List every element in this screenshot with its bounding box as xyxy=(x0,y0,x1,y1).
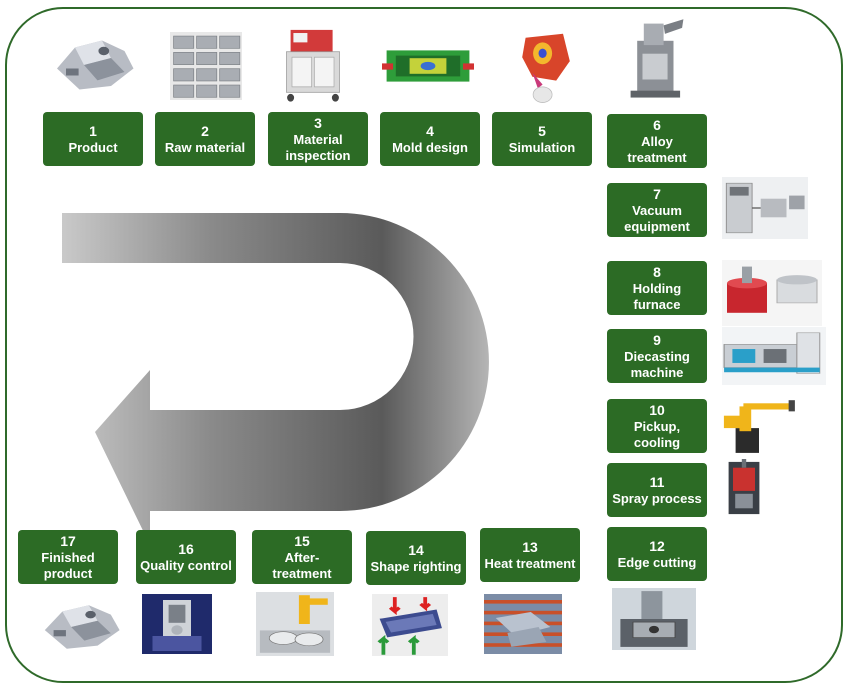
step-label: After-treatment xyxy=(272,549,332,581)
product-casting-icon xyxy=(48,30,138,100)
step-number: 13 xyxy=(522,538,538,555)
holding-furnace-icon xyxy=(722,260,822,326)
step-label: Mold design xyxy=(392,139,468,155)
step-label: Alloy treatment xyxy=(627,133,687,165)
step-label: Simulation xyxy=(508,139,576,155)
step-number: 7 xyxy=(653,185,661,202)
step-label: Raw material xyxy=(164,139,246,155)
step-label: Material inspection xyxy=(285,131,351,163)
step-number: 15 xyxy=(294,532,310,549)
step-number: 10 xyxy=(649,401,665,418)
step-number: 8 xyxy=(653,263,661,280)
step-number: 11 xyxy=(649,473,665,490)
alloy-treatment-icon xyxy=(624,15,690,101)
step-label: Product xyxy=(68,139,118,155)
step-number: 2 xyxy=(201,122,209,139)
step-label: Pickup, cooling xyxy=(633,418,681,450)
quality-control-icon xyxy=(142,594,212,654)
inspection-machine-icon xyxy=(278,26,348,104)
raw-material-ingots-icon xyxy=(170,32,242,100)
step-label: Quality control xyxy=(140,557,232,573)
vacuum-equipment-icon xyxy=(722,177,808,239)
step-number: 12 xyxy=(649,537,665,554)
step-label: Vacuum equipment xyxy=(624,202,690,234)
step-number: 3 xyxy=(314,114,322,131)
step-label: Diecasting machine xyxy=(624,348,690,380)
step-number: 5 xyxy=(538,122,546,139)
step-label: Heat treatment xyxy=(484,555,576,571)
step-label: Spray process xyxy=(612,490,702,506)
mold-design-icon xyxy=(382,40,474,92)
pickup-robot-icon xyxy=(720,394,798,456)
shape-righting-icon xyxy=(372,594,448,656)
step-label: Finished product xyxy=(41,549,95,581)
step-number: 1 xyxy=(89,122,97,139)
finished-product-icon xyxy=(36,596,124,658)
edge-cutting-icon xyxy=(612,588,696,650)
after-treatment-icon xyxy=(256,592,334,656)
step-number: 14 xyxy=(408,541,424,558)
step-label: Edge cutting xyxy=(617,554,697,570)
diagram-frame xyxy=(5,7,843,683)
simulation-icon xyxy=(512,26,580,104)
spray-machine-icon xyxy=(722,459,766,517)
step-number: 16 xyxy=(178,540,194,557)
heat-treatment-icon xyxy=(484,594,562,654)
step-number: 6 xyxy=(653,116,661,133)
step-label: Holding furnace xyxy=(632,280,682,312)
diecasting-machine-icon xyxy=(722,327,826,385)
step-number: 17 xyxy=(60,532,76,549)
step-number: 9 xyxy=(653,331,661,348)
step-number: 4 xyxy=(426,122,434,139)
step-label: Shape righting xyxy=(370,558,462,574)
